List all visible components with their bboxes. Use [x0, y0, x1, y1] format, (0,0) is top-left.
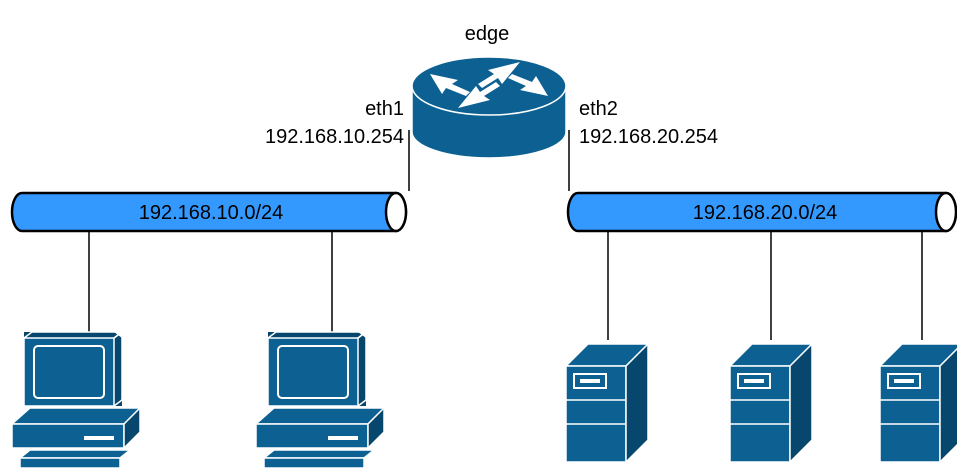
eth2-name: eth2	[579, 98, 618, 120]
workstation-icon	[255, 331, 385, 469]
router-label: edge	[465, 23, 510, 45]
router-edge: edge	[411, 23, 567, 159]
eth2-ip: 192.168.20.254	[579, 126, 718, 148]
workstation-icon	[11, 331, 141, 469]
network-1-label: 192.168.10.0/24	[139, 202, 284, 224]
eth1-name: eth1	[365, 98, 404, 120]
server-icon	[729, 343, 813, 463]
network-segment-1: 192.168.10.0/24	[10, 191, 408, 233]
network-2-label: 192.168.20.0/24	[693, 202, 838, 224]
eth1-ip: 192.168.10.254	[265, 126, 404, 148]
server-icon	[565, 343, 649, 463]
router-icon	[411, 56, 567, 159]
server-icon	[879, 343, 957, 463]
network-segment-2: 192.168.20.0/24	[566, 191, 957, 233]
